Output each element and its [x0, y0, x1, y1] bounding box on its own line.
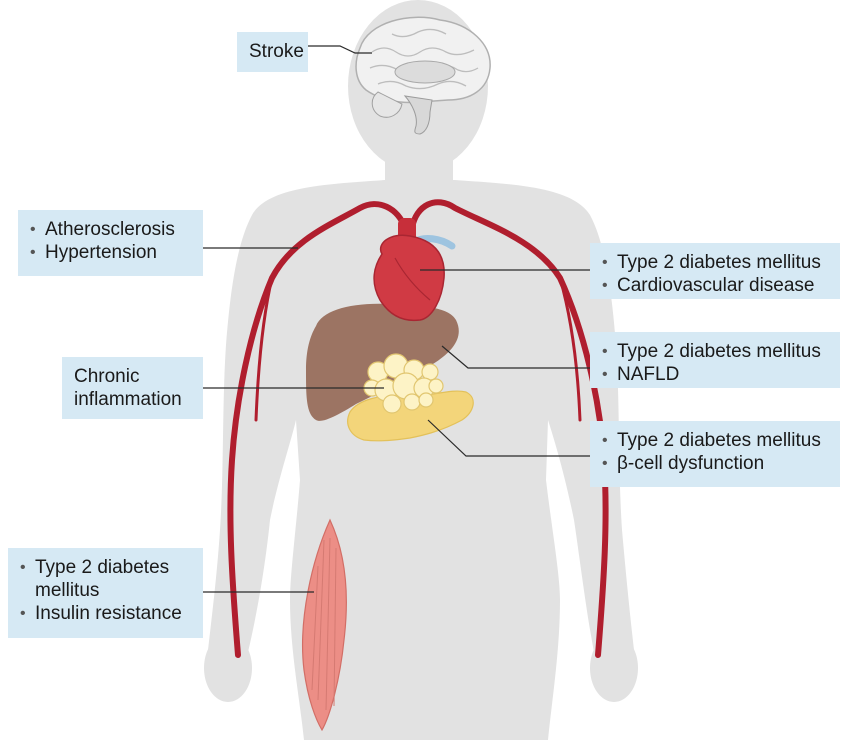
stroke-label: Stroke — [237, 32, 308, 72]
muscle-conditions-label: Type 2 diabetes mellitus Insulin resista… — [8, 548, 203, 638]
pancreas-t2dm-item: Type 2 diabetes mellitus — [602, 429, 828, 452]
muscle-t2dm-line1: Type 2 diabetes — [35, 556, 191, 579]
atherosclerosis-item: Atherosclerosis — [30, 218, 191, 241]
stroke-text: Stroke — [249, 40, 296, 63]
inflammation-label: Chronic inflammation — [62, 357, 203, 419]
beta-cell-item: β-cell dysfunction — [602, 452, 828, 475]
chronic-text: Chronic — [74, 365, 191, 388]
heart-conditions-label: Type 2 diabetes mellitus Cardiovascular … — [590, 243, 840, 299]
hypertension-item: Hypertension — [30, 241, 191, 264]
vascular-label: Atherosclerosis Hypertension — [18, 210, 203, 276]
insulin-resistance-item: Insulin resistance — [20, 602, 191, 625]
pancreas-conditions-label: Type 2 diabetes mellitus β-cell dysfunct… — [590, 421, 840, 487]
muscle-t2dm-line2: mellitus — [35, 579, 191, 602]
liver-t2dm-item: Type 2 diabetes mellitus — [602, 340, 828, 363]
inflammation-text: inflammation — [74, 388, 191, 411]
muscle-t2dm-item: Type 2 diabetes mellitus — [20, 556, 191, 602]
heart-t2dm-item: Type 2 diabetes mellitus — [602, 251, 828, 274]
liver-conditions-label: Type 2 diabetes mellitus NAFLD — [590, 332, 840, 388]
cardiovascular-disease-item: Cardiovascular disease — [602, 274, 828, 297]
nafld-item: NAFLD — [602, 363, 828, 386]
